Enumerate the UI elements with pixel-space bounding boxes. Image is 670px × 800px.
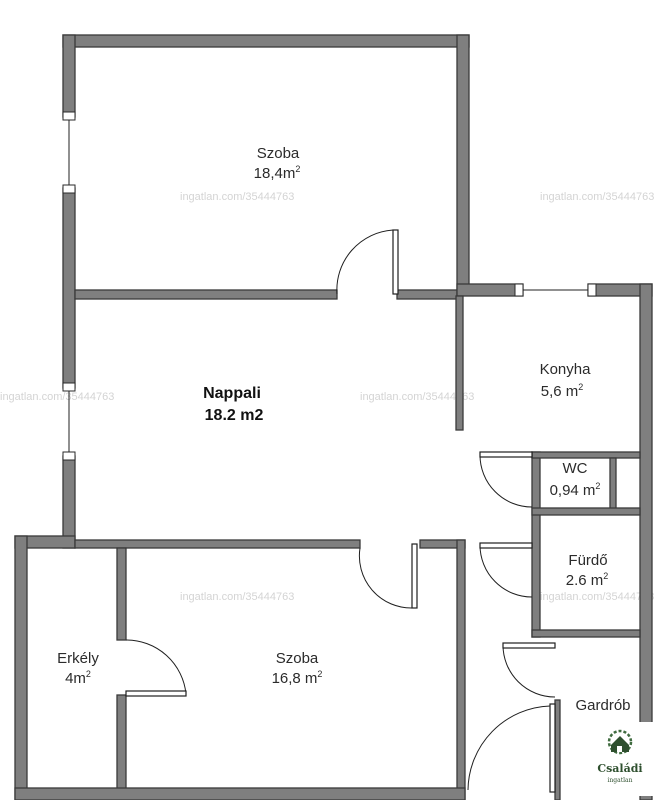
wall-bedroom-top-left [74,539,361,549]
watermark: ingatlan.com/35444763 [540,591,654,603]
room-area-nappali: 18.2 m2 [205,407,264,424]
wall-balcony-divider-lower [116,694,127,800]
company-logo: Családi ingatlan [586,722,656,796]
watermark: ingatlan.com/35444763 [180,591,294,603]
wall-bath-bottom [531,629,641,638]
house-tree-icon [607,729,633,755]
walls [14,34,653,800]
room-name-konyha: Konyha [540,361,592,378]
wall-right-upper [456,34,470,296]
window-jamb [62,184,76,194]
wall-balcony-left [14,535,28,800]
room-area-szoba-top: 18,4m2 [254,164,301,182]
wall-wc-bottom [531,507,641,516]
windows [62,111,597,461]
window-jamb [587,283,597,297]
wall-top [62,34,470,48]
wall-bedroom-right [456,539,466,800]
door-entrance [467,703,556,793]
room-area-szoba-bottom: 16,8 m2 [272,669,323,687]
wall-wc-top [531,451,641,459]
door-bathroom [479,542,533,598]
room-name-gardrob: Gardrób [575,697,630,714]
room-labels: Szoba 18,4m2 Nappali 18.2 m2 Konyha 5,6 … [57,145,630,714]
door-wc [479,451,533,508]
logo-subtitle: ingatlan [608,777,633,784]
room-area-furdo: 2.6 m2 [566,571,609,589]
logo-title: Családi [597,762,642,775]
room-area-wc: 0,94 m2 [550,481,601,499]
watermark: ingatlan.com/35444763 [180,191,294,203]
logo-background [586,722,656,796]
wall-wc-left [531,451,541,638]
wall-partition-right [396,289,458,300]
watermark: ingatlan.com/35444763 [360,391,474,403]
watermark: ingatlan.com/35444763 [540,191,654,203]
door-top-bedroom [336,229,399,295]
window-jamb [62,382,76,392]
watermark: ingatlan.com/35444763 [0,391,114,403]
window-jamb [514,283,524,297]
door-bottom-bedroom [358,543,418,609]
wall-kitchen-top-left [456,283,524,297]
wall-balcony-divider-upper [116,547,127,641]
window-jamb [62,111,76,121]
wall-wc-shaft [609,457,617,511]
watermarks: ingatlan.com/35444763 ingatlan.com/35444… [0,191,654,603]
room-name-wc: WC [563,460,588,477]
wall-partition-left [74,289,338,300]
wall-right-outer [639,283,653,800]
door-balcony [125,639,187,697]
wall-left-top [62,34,76,118]
room-name-szoba-top: Szoba [257,145,300,162]
wall-left-lower [62,455,76,549]
wall-bottom [14,787,466,800]
room-area-erkely: 4m2 [65,669,91,687]
door-gardrob [502,642,556,698]
room-name-furdo: Fürdő [568,552,607,569]
doors [125,229,556,793]
room-name-erkely: Erkély [57,650,99,667]
wall-left-middle [62,187,76,389]
wall-kitchen-left [455,295,464,431]
room-name-szoba-bottom: Szoba [276,650,319,667]
window-jamb [62,451,76,461]
wall-gardrob-left [554,699,561,800]
room-area-konyha: 5,6 m2 [541,382,584,400]
room-name-nappali: Nappali [203,385,261,402]
